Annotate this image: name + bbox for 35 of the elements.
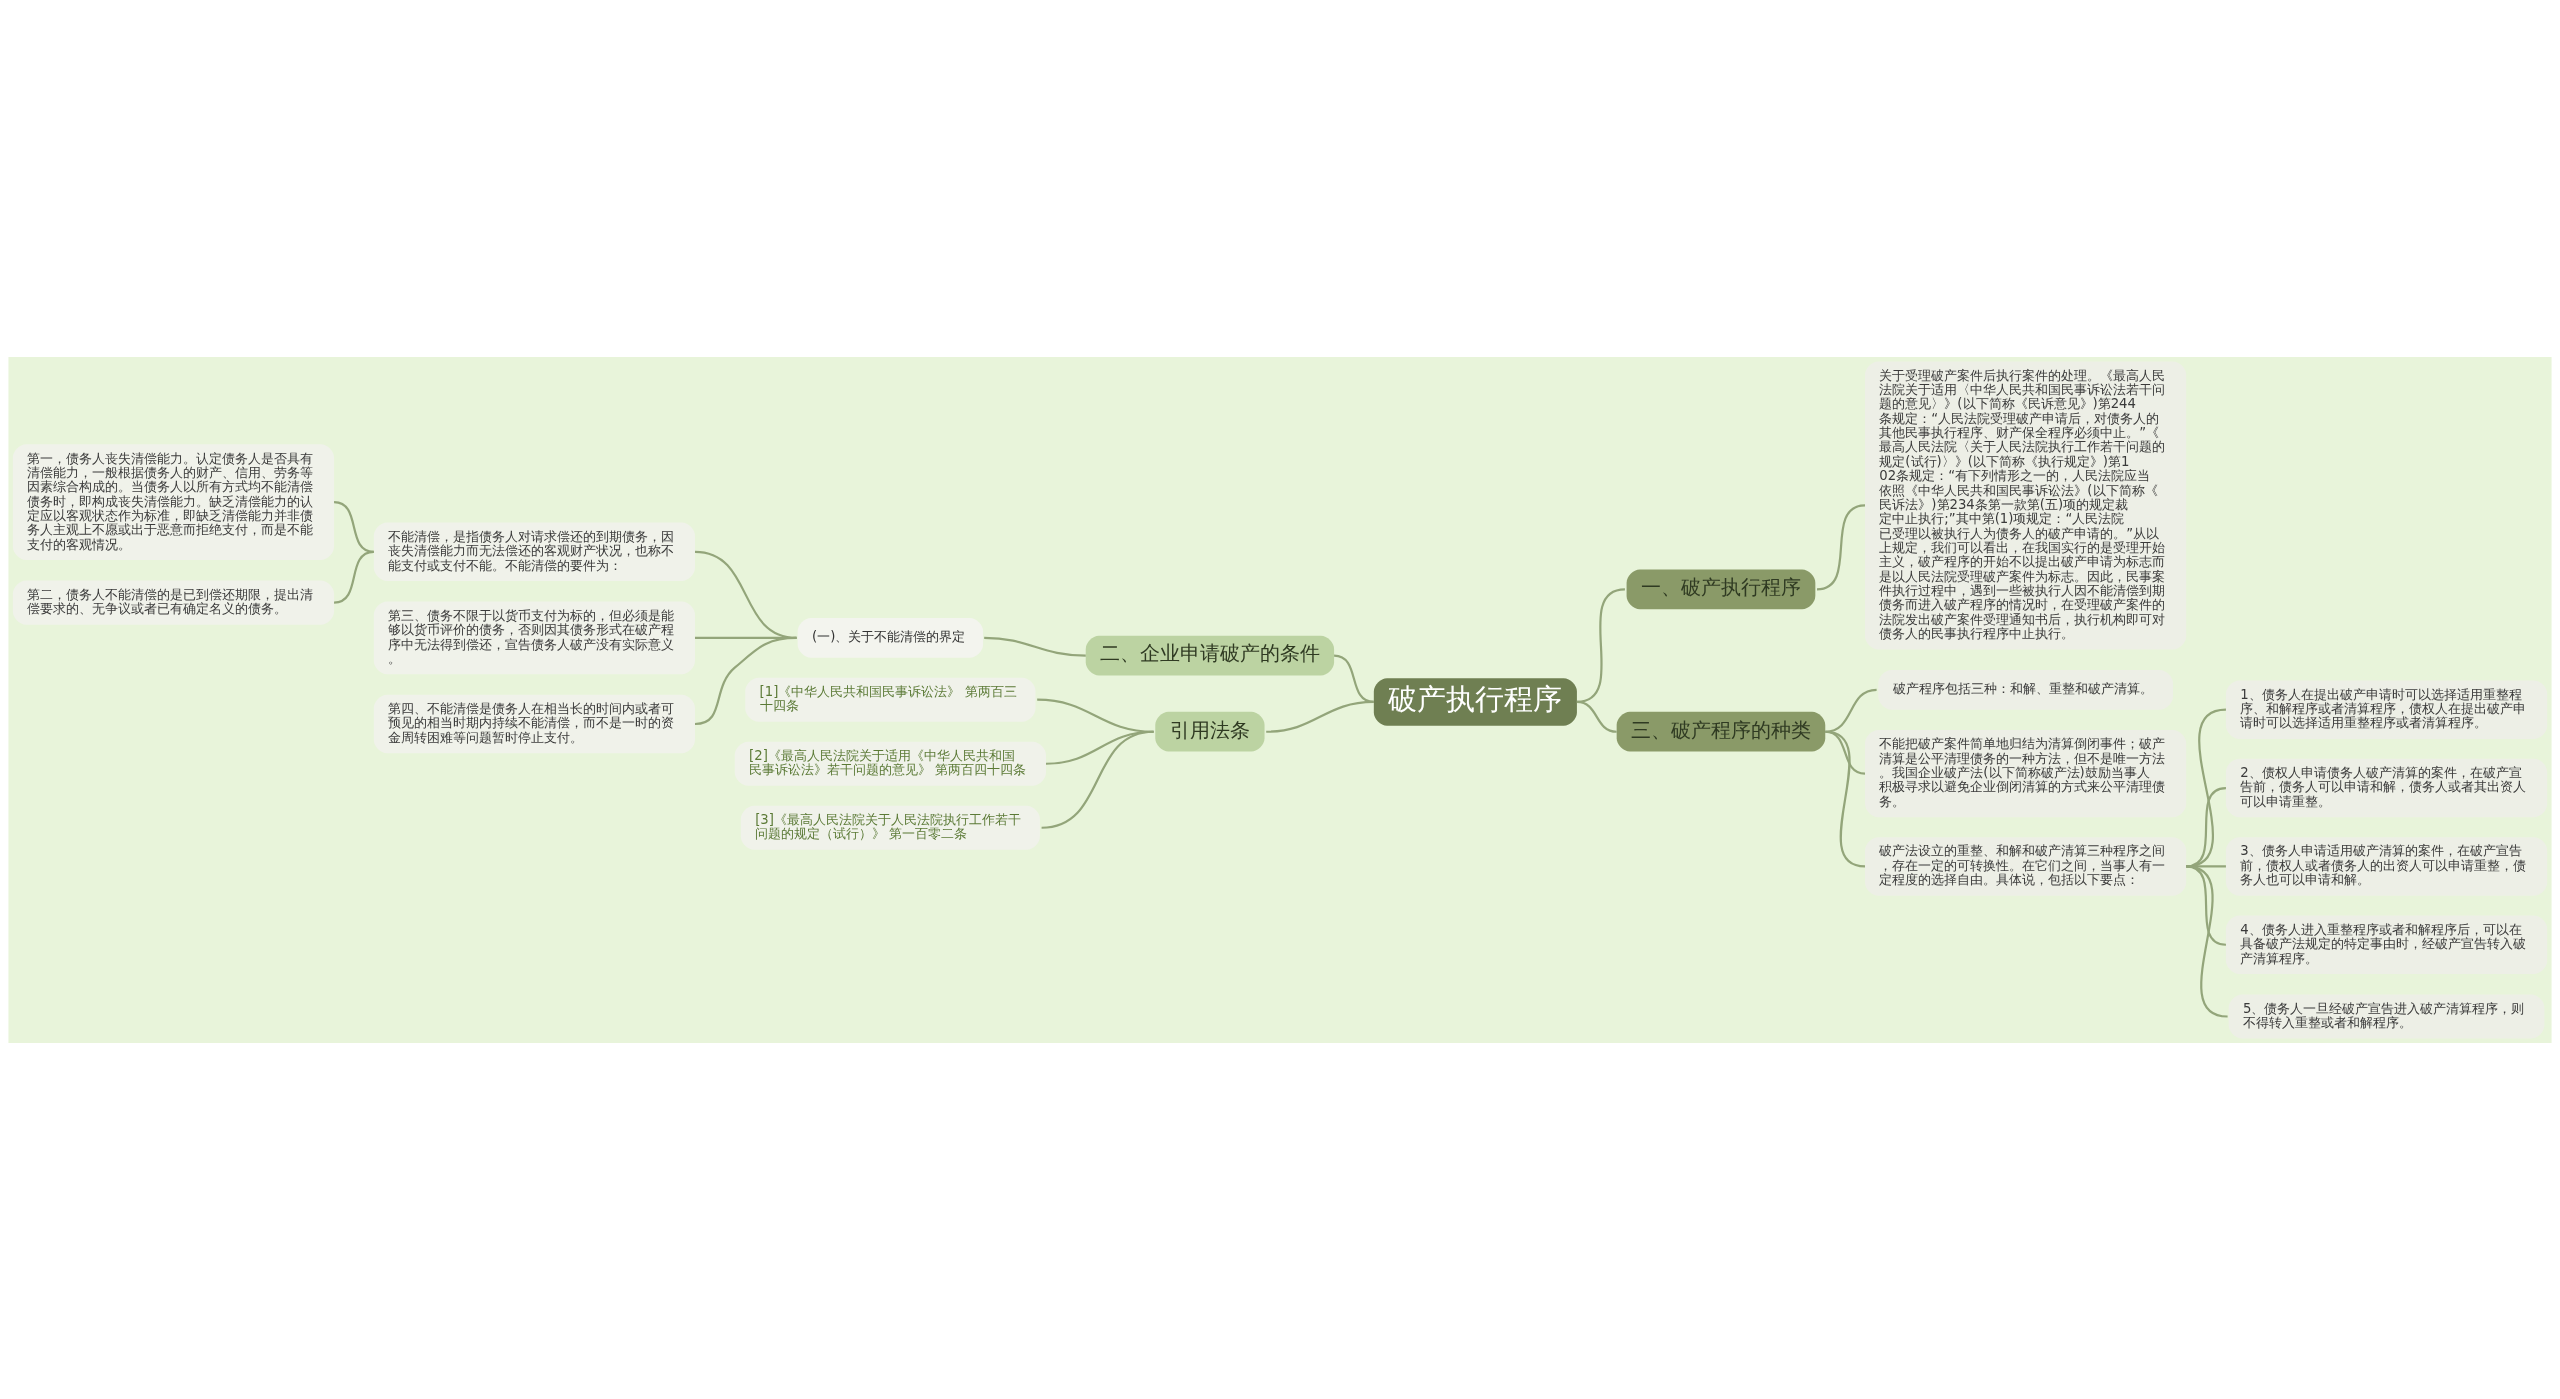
node-box: 第四、不能清偿是债务人在相当长的时间内或者可预见的相当时期内持续不能清偿，而不是一时的资金周转困难等问题暂时停止支付。 — [373, 694, 695, 753]
node-box: 关于受理破产案件后执行案件的处理。《最高人民法院关于适用〈中华人民共和国民事诉讼法若干问题的意见〉》(以下简称《民诉意见》)第244条规定：“人民法院受理破产申请后，对债务人的其他民事执行程序、财产保全程序必须中止。”《最高人民法院〈关于人民法院执行工作若干问题的规定(试行)〉》(以下简称《执行规定》)第102条规定：“有下列情形之一的，人民法院应当依照《中华人民共和国民事诉讼法》(以下简称《民诉法》)第234条第一款第(五)项的规定裁定中止执行;”其中第(1)项规定：“人民法院已受理以被执行人为债务人的破产申请的。”从以上规定，我们可以看出，在我国实行的是受理开始主义，破产程序的开始不以提出破产申请为标志而是以人民法院受理破产案件为标志。因此，民事案件执行过程中，遇到一些被执行人因不能清偿到期债务而进入破产程序的情况时，在受理破产案件的法院发出破产案件受理通知书后，执行机构即可对债务人的民事执行程序中止执行。 — [1865, 360, 2187, 649]
node-box: 破产执行程序 — [1373, 677, 1577, 726]
node-box: [3]《最高人民法院关于人民法院执行工作若干问题的规定（试行）》 第一百零二条 — [740, 805, 1040, 850]
node-box: 三、破产程序的种类 — [1616, 711, 1826, 752]
connector — [1041, 730, 1154, 829]
connector — [1266, 700, 1374, 733]
node-box: 1、债务人在提出破产申请时可以选择适用重整程序、和解程序或者清算程序，债权人在提出破产申请时可以选择适用重整程序或者清算程序。 — [2225, 679, 2548, 739]
node-box: 破产法设立的重整、和解和破产清算三种程序之间，存在一定的可转换性。在它们之间，当事人有一定程度的选择自由。具体说，包括以下要点： — [1865, 836, 2187, 896]
node-box: 引用法条 — [1155, 711, 1265, 752]
connector — [984, 636, 1086, 657]
connector — [1333, 653, 1374, 703]
node-box: 第三、债务不限于以货币支付为标的，但必须是能够以货币评价的债务，否则因其债务形式在破产程序中无法得到偿还，宣告债务人破产没有实际意义。 — [373, 601, 695, 674]
connector — [2185, 864, 2228, 1018]
connector — [333, 500, 374, 553]
connector — [1576, 700, 1617, 733]
node-box: 二、企业申请破产的条件 — [1085, 635, 1335, 675]
node-box: 不能把破产案件简单地归结为清算倒闭事件；破产清算是公平清理债务的一种方法，但不是唯一方法。我国企业破产法(以下简称破产法)鼓励当事人积极寻求以避免企业倒闭清算的方式来公平清理债务。 — [1865, 729, 2187, 817]
node-box: 3、债务人申请适用破产清算的案件，在破产宣告前，债权人或者债务人的出资人可以申请重整，债务人也可以申请和解。 — [2225, 836, 2548, 896]
node-box: [2]《最高人民法院关于适用《中华人民共和国民事诉讼法》若干问题的意见》 第两百四十四条 — [734, 741, 1046, 786]
node-box: 第一，债务人丧失清偿能力。认定债务人是否具有清偿能力，一般根据债务人的财产、信用、劳务等因素综合构成的。当债务人以所有方式均不能清偿债务时，即构成丧失清偿能力。缺乏清偿能力的认定应以客观状态作为标准，即缺乏清偿能力并非债务人主观上不愿或出于恶意而拒绝支付，而是不能支付的客观情况。 — [12, 443, 335, 560]
connector — [694, 636, 797, 725]
node-box: 破产程序包括三种：和解、重整和破产清算。 — [1878, 669, 2173, 710]
node-box: 2、债权人申请债务人破产清算的案件，在破产宣告前，债务人可以申请和解，债务人或者其出资人可以申请重整。 — [2225, 758, 2548, 817]
node-box: 不能清偿，是指债务人对请求偿还的到期债务，因丧失清偿能力而无法偿还的客观财产状况，也称不能支付或支付不能。不能清偿的要件为： — [373, 522, 695, 581]
connector — [333, 550, 374, 604]
node-box: 4、债务人进入重整程序或者和解程序后，可以在具备破产法规定的特定事由时，经破产宣告转入破产清算程序。 — [2225, 915, 2548, 974]
connector — [1816, 503, 1866, 590]
node-box: 第二，债务人不能清偿的是已到偿还期限，提出清偿要求的、无争议或者已有确定名义的债务。 — [12, 580, 335, 625]
connector — [1825, 688, 1877, 733]
node-box: [1]《中华人民共和国民事诉讼法》 第两百三十四条 — [745, 677, 1036, 722]
connector — [1825, 730, 1866, 867]
node-box: 5、债务人一旦经破产宣告进入破产清算程序，则不得转入重整或者和解程序。 — [2228, 993, 2545, 1039]
node-box: (一)、关于不能清偿的界定 — [797, 617, 984, 658]
node-box: 一、破产执行程序 — [1626, 569, 1816, 609]
